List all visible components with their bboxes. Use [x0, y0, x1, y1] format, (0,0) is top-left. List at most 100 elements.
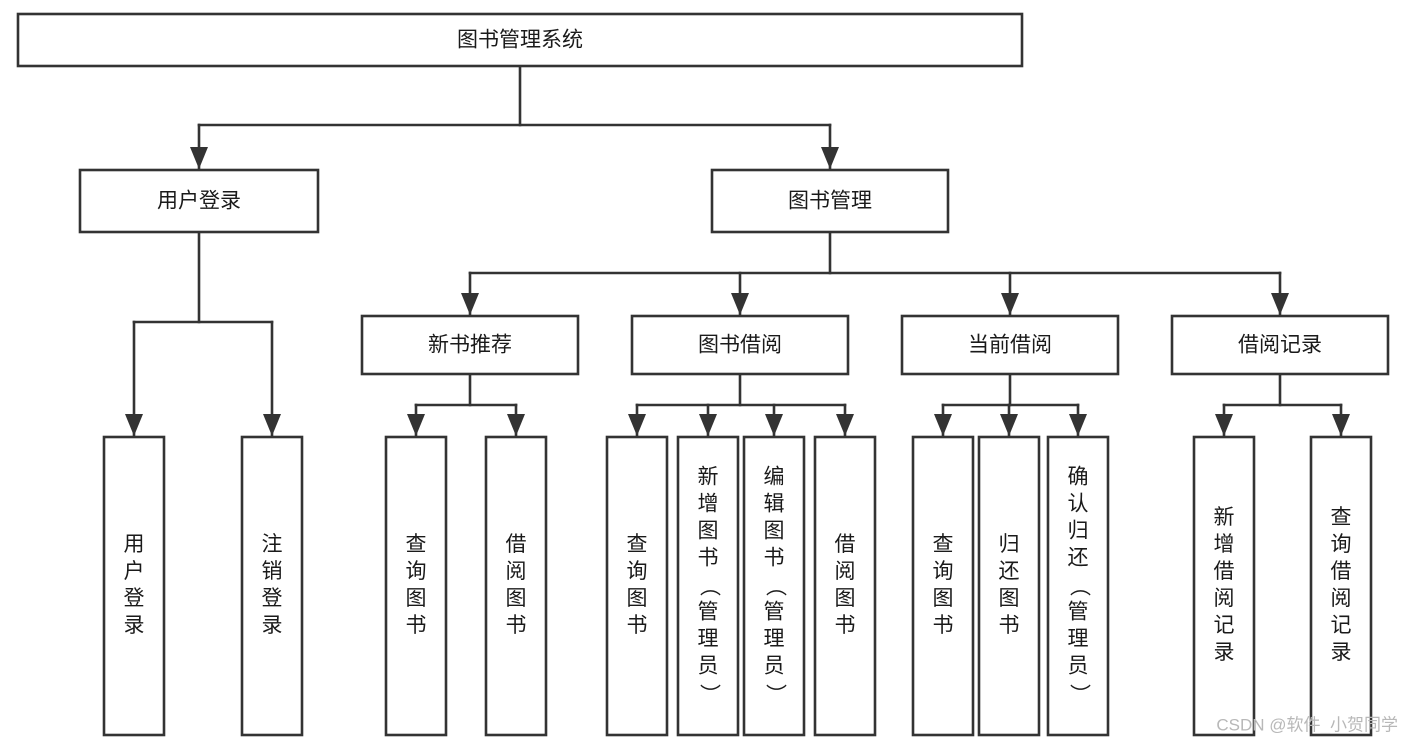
arrow-down-icon [1069, 414, 1087, 436]
node-leaf-edit-book-label-char: ） [763, 684, 786, 705]
arrow-down-icon [263, 414, 281, 436]
node-leaf-borrow-book-2-label-char: 图 [835, 587, 856, 610]
node-book-manage[interactable]: 图书管理 [710, 168, 950, 234]
node-root[interactable]: 图书管理系统 [16, 12, 1024, 68]
node-leaf-borrow-book-1-label-char: 借 [506, 533, 527, 556]
node-leaf-borrow-book-1-label-char: 书 [506, 614, 527, 637]
node-leaf-return-book-label-char: 归 [999, 533, 1020, 556]
arrow-down-icon [699, 414, 717, 436]
node-leaf-query-record-label-char: 查 [1331, 506, 1352, 529]
node-leaf-user-login-label-char: 户 [124, 560, 145, 583]
node-book-borrow-box [630, 314, 850, 376]
node-leaf-add-record-label-char: 借 [1214, 560, 1235, 583]
node-leaf-add-book-label-char: 图 [698, 520, 719, 543]
arrow-down-icon [821, 147, 839, 169]
node-leaf-query-book-3-label-char: 询 [933, 560, 954, 583]
node-root-label: 图书管理系统 [457, 29, 583, 52]
node-leaf-borrow-book-2-label-char: 阅 [835, 560, 856, 583]
node-borrow-record-label: 借阅记录 [1238, 334, 1322, 357]
node-leaf-add-book-label-char: ） [697, 684, 720, 705]
node-leaf-user-logout-label-char: 录 [262, 614, 283, 637]
node-leaf-borrow-book-2-label-char: 借 [835, 533, 856, 556]
node-book-borrow[interactable]: 图书借阅 [630, 314, 850, 376]
node-book-borrow-label: 图书借阅 [698, 334, 782, 357]
node-leaf-edit-book-label-char: 编 [764, 466, 785, 489]
node-leaf-query-record-label-char: 阅 [1331, 587, 1352, 610]
node-leaf-confirm-return-label-char: 管 [1068, 601, 1089, 624]
node-leaf-add-record-label-char: 增 [1214, 533, 1235, 556]
node-leaf-query-book-1-label-char: 图 [406, 587, 427, 610]
node-new-book-rec[interactable]: 新书推荐 [360, 314, 580, 376]
node-leaf-query-book-3-label-char: 查 [933, 533, 954, 556]
node-leaf-add-book-box [676, 435, 740, 737]
node-leaf-query-book-2-label-char: 图 [627, 587, 648, 610]
node-leaf-query-record-box [1309, 435, 1373, 737]
node-leaf-query-record-label-char: 借 [1331, 560, 1352, 583]
node-leaf-add-book-label-char: 新 [698, 466, 719, 489]
arrow-down-icon [1001, 293, 1019, 315]
node-leaf-add-book-label-char: 员 [698, 655, 719, 678]
node-leaf-user-logout-label-char: 注 [262, 533, 283, 556]
node-current-borrow-box [900, 314, 1120, 376]
node-leaf-user-login-box [102, 435, 166, 737]
node-leaf-user-login-label-char: 登 [124, 587, 145, 610]
node-current-borrow-label: 当前借阅 [968, 334, 1052, 357]
node-leaf-confirm-return-label-char: 还 [1068, 547, 1089, 570]
node-new-book-rec-box [360, 314, 580, 376]
node-user-login[interactable]: 用户登录 [78, 168, 320, 234]
node-leaf-query-record-label-char: 记 [1331, 614, 1352, 637]
connectors-layer [125, 64, 1350, 438]
arrow-down-icon [1271, 293, 1289, 315]
node-leaf-user-login-label-char: 用 [124, 533, 145, 556]
node-leaf-add-book-label-char: 增 [698, 493, 719, 516]
node-leaf-borrow-book-1-label-char: 图 [506, 587, 527, 610]
node-leaf-query-book-2-label-char: 询 [627, 560, 648, 583]
node-leaf-borrow-book-1-label-char: 阅 [506, 560, 527, 583]
arrow-down-icon [765, 414, 783, 436]
node-leaf-return-book-box [977, 435, 1041, 737]
node-leaf-add-record-label-char: 新 [1214, 506, 1235, 529]
node-leaf-edit-book-box [742, 435, 806, 737]
node-current-borrow[interactable]: 当前借阅 [900, 314, 1120, 376]
node-leaf-query-book-3-label-char: 书 [933, 614, 954, 637]
node-user-login-label: 用户登录 [157, 190, 241, 213]
node-leaf-add-record-label-char: 记 [1214, 614, 1235, 637]
node-leaf-edit-book-label-char: 管 [764, 601, 785, 624]
node-leaf-confirm-return-label-char: 员 [1068, 655, 1089, 678]
arrow-down-icon [507, 414, 525, 436]
arrow-down-icon [836, 414, 854, 436]
node-leaf-confirm-return-box [1046, 435, 1110, 737]
node-leaf-add-book-label-char: （ [697, 576, 720, 597]
node-user-login-box [78, 168, 320, 234]
node-leaf-query-book-1-label-char: 书 [406, 614, 427, 637]
node-leaf-query-book-1-label-char: 询 [406, 560, 427, 583]
node-leaf-edit-book-label-char: 辑 [764, 493, 785, 516]
node-leaf-edit-book-label-char: 图 [764, 520, 785, 543]
arrow-down-icon [934, 414, 952, 436]
node-leaf-edit-book-label-char: 理 [764, 628, 785, 651]
node-leaf-confirm-return-label-char: （ [1067, 576, 1090, 597]
node-leaf-return-book-label-char: 图 [999, 587, 1020, 610]
node-borrow-record[interactable]: 借阅记录 [1170, 314, 1390, 376]
node-leaf-add-record-box [1192, 435, 1256, 737]
node-borrow-record-box [1170, 314, 1390, 376]
node-leaf-user-login[interactable]: 用户登录 [102, 435, 166, 737]
arrow-down-icon [731, 293, 749, 315]
arrow-down-icon [628, 414, 646, 436]
node-leaf-query-record-label-char: 录 [1331, 641, 1352, 664]
arrow-down-icon [125, 414, 143, 436]
